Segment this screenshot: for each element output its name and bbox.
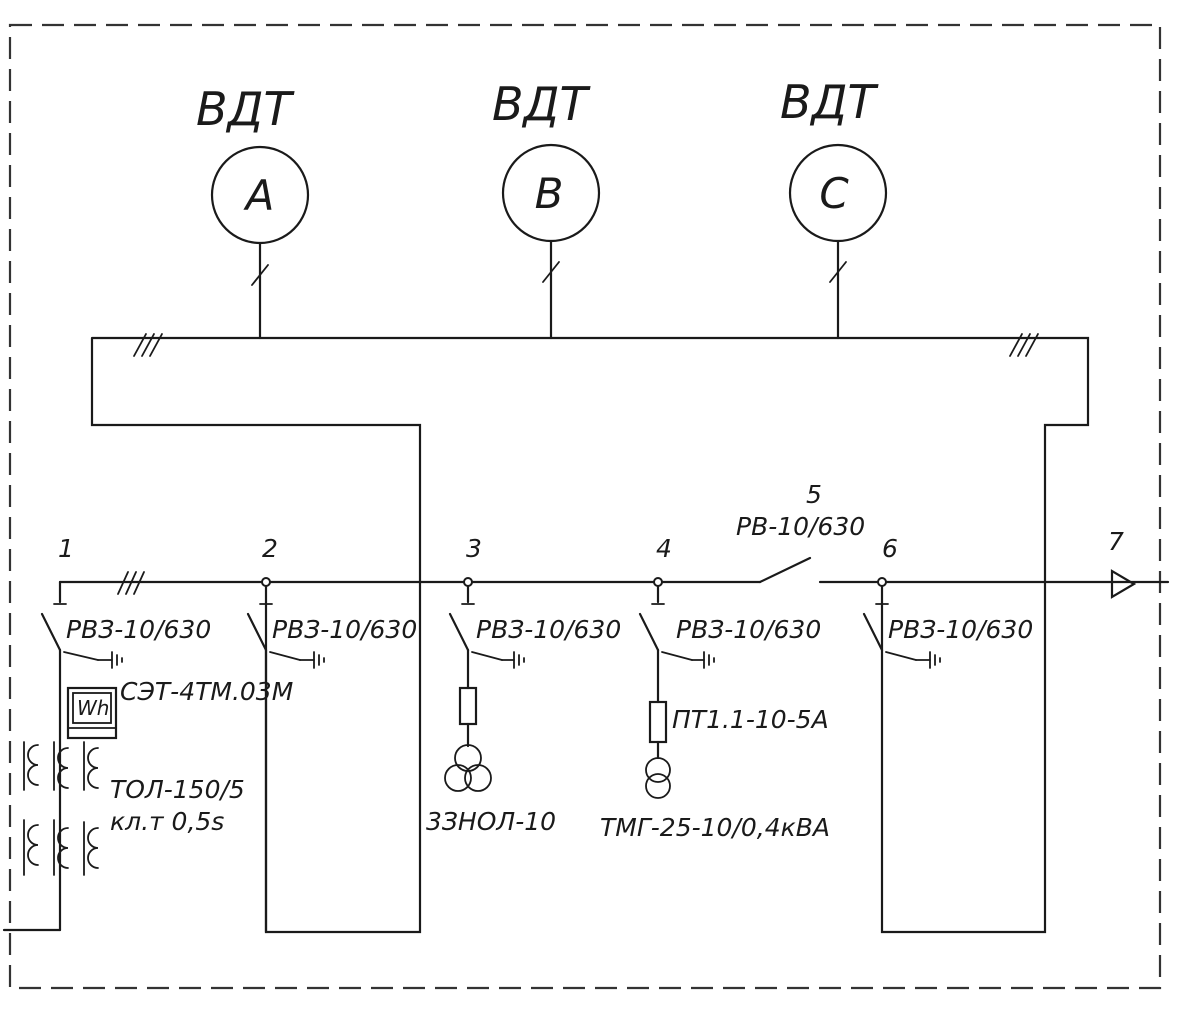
meter-b-phase: B: [535, 169, 564, 218]
meter-a-phase: A: [243, 171, 275, 220]
current-transformers: [23, 741, 99, 876]
cell-6-switch-label: РВЗ-10/630: [888, 615, 1033, 644]
power-transformer-symbol: [645, 757, 671, 799]
cell-1: РВЗ-10/630 Wh СЭТ-4ТМ.03М ТОЛ-150/5 кл.т…: [2, 580, 293, 932]
cell-6-number: 6: [882, 534, 898, 563]
cell-2-switch-label: РВЗ-10/630: [272, 615, 417, 644]
cell-1-switch-label: РВЗ-10/630: [66, 615, 211, 644]
cell-3-switch-label: РВЗ-10/630: [476, 615, 621, 644]
enclosure-border: [8, 23, 1162, 990]
cell-5-switch-label: РВ-10/630: [736, 512, 865, 541]
meter-symbol: Wh: [77, 696, 109, 720]
meter-c-phase: C: [819, 169, 849, 218]
bus-triple-tick: [117, 571, 145, 595]
cell-7-arrow: [1110, 569, 1137, 599]
cell-2: РВЗ-10/630: [246, 577, 417, 934]
earth-switch-1: [63, 651, 123, 669]
cell-4-number: 4: [656, 534, 672, 563]
cell-1-number: 1: [58, 534, 74, 563]
cell-5-switch-blade: [758, 556, 812, 584]
triple-tick-right: [1009, 333, 1039, 357]
cell-3: РВЗ-10/630 3ЗНОЛ-10: [426, 577, 621, 836]
cell-7-number: 7: [1108, 527, 1124, 556]
meter-a: A: [210, 145, 310, 340]
meter-c-title: ВДТ: [780, 75, 879, 129]
triple-tick-left: [133, 333, 163, 357]
cell-4: РВЗ-10/630 ПТ1.1-10-5А ТМГ-25-10/0,4кВА: [600, 577, 830, 842]
voltage-transformer-symbol: [444, 744, 492, 792]
cell-5-number: 5: [806, 480, 822, 509]
energy-meter: Wh: [66, 686, 118, 740]
cell-3-number: 3: [466, 534, 482, 563]
cell-4-switch-label: РВЗ-10/630: [676, 615, 821, 644]
cell-2-number: 2: [262, 534, 278, 563]
cell-4-fuse: [648, 700, 668, 744]
vt-label: 3ЗНОЛ-10: [426, 807, 556, 836]
meter-c: C: [788, 143, 888, 340]
ct-label-line2: кл.т 0,5s: [110, 807, 224, 836]
cell-6: РВЗ-10/630: [862, 577, 1033, 669]
meter-label: СЭТ-4ТМ.03М: [120, 677, 293, 706]
transformer-label: ТМГ-25-10/0,4кВА: [600, 813, 830, 842]
meter-b: B: [501, 143, 601, 340]
cell-3-fuse: [458, 686, 478, 726]
meter-b-title: ВДТ: [492, 77, 591, 131]
meter-a-title: ВДТ: [196, 82, 295, 136]
ct-label-line1: ТОЛ-150/5: [110, 775, 245, 804]
fuse-label: ПТ1.1-10-5А: [672, 705, 829, 734]
